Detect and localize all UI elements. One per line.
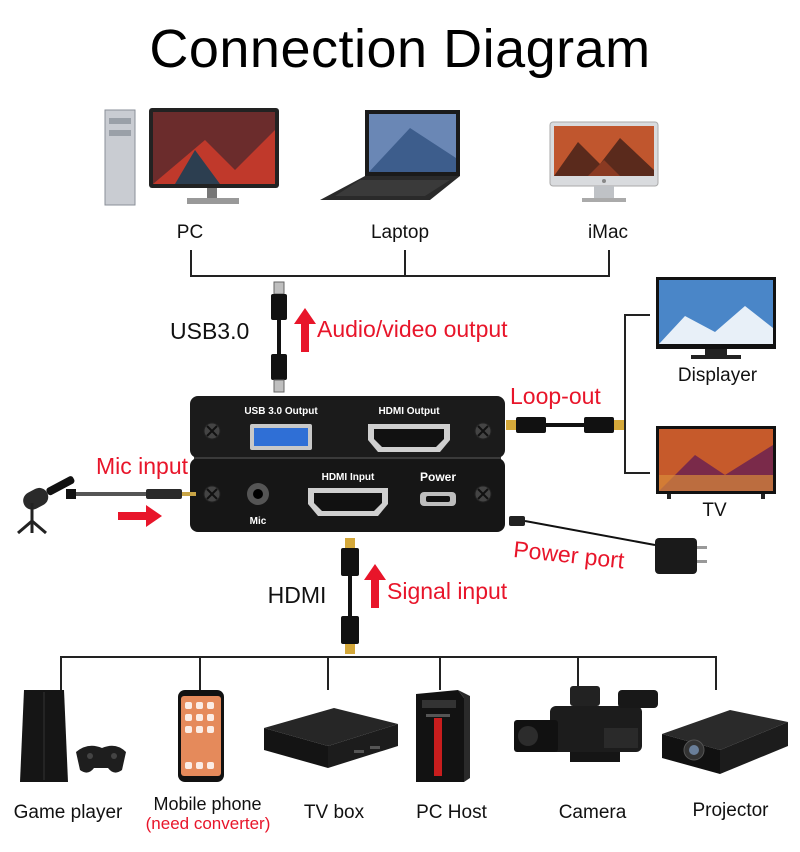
up-arrow-icon	[294, 308, 316, 352]
projector-label: Projector	[692, 800, 769, 821]
right-arrow-icon	[118, 505, 162, 527]
loop-out-hdmi-cable-image	[506, 417, 624, 433]
imac-image	[549, 121, 659, 202]
pc-label: PC	[176, 222, 204, 243]
usb-cable-image	[271, 281, 287, 393]
diagram-title: Connection Diagram	[149, 19, 651, 79]
connector-line	[60, 656, 62, 690]
connector-line	[190, 275, 610, 277]
connector-line	[715, 656, 717, 690]
loop-out-label: Loop-out	[510, 383, 601, 409]
camera-image	[514, 686, 658, 762]
usb-port-label: USB 3.0 Output	[244, 406, 318, 417]
connector-line	[404, 250, 406, 276]
mic-port-label: Mic	[250, 516, 267, 527]
usb-label: USB3.0	[170, 318, 250, 344]
signal-input-label: Signal input	[387, 578, 508, 604]
connector-line	[190, 250, 192, 276]
power-cable-image	[509, 516, 707, 574]
connector-line	[327, 656, 329, 690]
connector-line	[439, 656, 441, 690]
connector-line	[577, 656, 579, 690]
mic-input-label: Mic input	[96, 453, 189, 479]
tv-image	[656, 426, 776, 499]
imac-label: iMac	[587, 222, 629, 243]
microphone-image	[17, 476, 196, 535]
game-player-label: Game player	[13, 802, 123, 823]
pc-image	[104, 108, 279, 206]
capture-card-labels: USB 3.0 Output HDMI Output HDMI Input Po…	[244, 406, 456, 527]
hdmi-cable-image	[341, 538, 359, 654]
hdmi-label: HDMI	[267, 582, 327, 608]
connector-line	[608, 250, 610, 276]
tv-label: TV	[702, 500, 727, 521]
connector-line	[60, 656, 717, 658]
pc-host-label: PC Host	[416, 802, 487, 823]
capture-card-device	[190, 396, 505, 532]
connector-line	[624, 314, 626, 474]
hdmi-input-label: HDMI Input	[322, 472, 375, 483]
mobile-phone-image	[178, 690, 224, 782]
tv-box-label: TV box	[303, 802, 365, 823]
game-player-image	[20, 690, 126, 782]
up-arrow-icon	[364, 564, 386, 608]
hdmi-output-label: HDMI Output	[378, 406, 440, 417]
displayer-label: Displayer	[677, 365, 758, 386]
tv-box-image	[264, 708, 398, 768]
connector-line	[624, 314, 650, 316]
laptop-label: Laptop	[370, 222, 430, 243]
audio-video-output-label: Audio/video output	[317, 316, 508, 342]
connector-line	[199, 656, 201, 690]
pc-host-image	[416, 690, 470, 782]
displayer-image	[656, 277, 776, 359]
projector-image	[662, 710, 788, 774]
mobile-phone-label: Mobile phone	[153, 794, 262, 814]
connector-line	[624, 472, 650, 474]
laptop-image	[320, 110, 460, 200]
mobile-phone-note: (need converter)	[145, 814, 271, 833]
power-label: Power	[420, 470, 456, 484]
camera-label: Camera	[558, 802, 627, 823]
